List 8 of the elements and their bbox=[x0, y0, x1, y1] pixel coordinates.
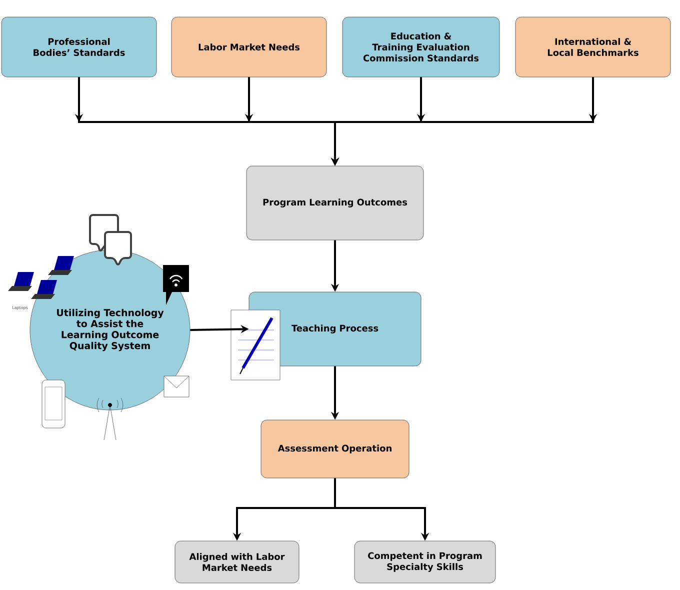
process-box: International & Local Benchmarks bbox=[515, 16, 671, 78]
process-box: Competent in Program Specialty Skills bbox=[354, 540, 496, 584]
process-box: Aligned with Labor Market Needs bbox=[174, 540, 300, 584]
process-box: Program Learning Outcomes bbox=[246, 166, 424, 240]
process-box: Professional Bodies’ Standards bbox=[1, 16, 157, 78]
process-box: Education & Training Evaluation Commission Standards bbox=[342, 16, 500, 78]
process-box: Assessment Operation bbox=[260, 420, 410, 478]
process-box: Labor Market Needs bbox=[171, 16, 327, 78]
